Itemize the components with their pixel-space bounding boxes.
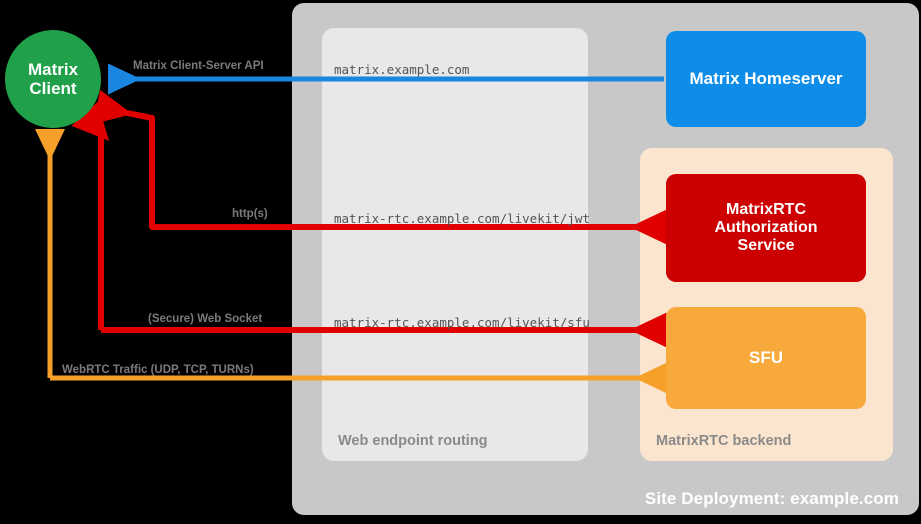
web-endpoint-routing-panel: Web endpoint routing xyxy=(322,28,588,461)
endpoint-livekit-sfu: matrix-rtc.example.com/livekit/sfu xyxy=(334,315,590,330)
node-matrix-homeserver[interactable]: Matrix Homeserver xyxy=(666,31,866,127)
edge-ws-back xyxy=(71,102,110,330)
matrixrtc-backend-label: MatrixRTC backend xyxy=(656,433,792,449)
auth-service-line2: Authorization xyxy=(714,219,818,237)
endpoint-matrix-example-com: matrix.example.com xyxy=(334,62,470,77)
sfu-label: SFU xyxy=(749,348,783,368)
edge-label-client-server-api: Matrix Client-Server API xyxy=(133,60,264,72)
node-sfu[interactable]: SFU xyxy=(666,307,866,409)
auth-service-line1: MatrixRTC xyxy=(725,201,806,219)
edge-jwt-back xyxy=(93,89,155,227)
site-deployment-label: Site Deployment: example.com xyxy=(644,489,899,508)
edge-label-https: http(s) xyxy=(232,208,268,220)
homeserver-label: Matrix Homeserver xyxy=(689,69,843,89)
matrix-client-line2: Client xyxy=(29,79,77,98)
node-matrixrtc-authorization-service[interactable]: MatrixRTC Authorization Service xyxy=(666,174,866,282)
web-endpoint-routing-label: Web endpoint routing xyxy=(338,433,488,449)
node-matrix-client[interactable]: Matrix Client xyxy=(5,30,101,128)
endpoint-livekit-jwt: matrix-rtc.example.com/livekit/jwt xyxy=(334,211,590,226)
edge-label-web-socket: (Secure) Web Socket xyxy=(148,313,263,325)
auth-service-line3: Service xyxy=(737,236,795,254)
edge-label-webrtc-traffic: WebRTC Traffic (UDP, TCP, TURNs) xyxy=(62,364,254,376)
matrix-client-line1: Matrix xyxy=(27,59,79,79)
